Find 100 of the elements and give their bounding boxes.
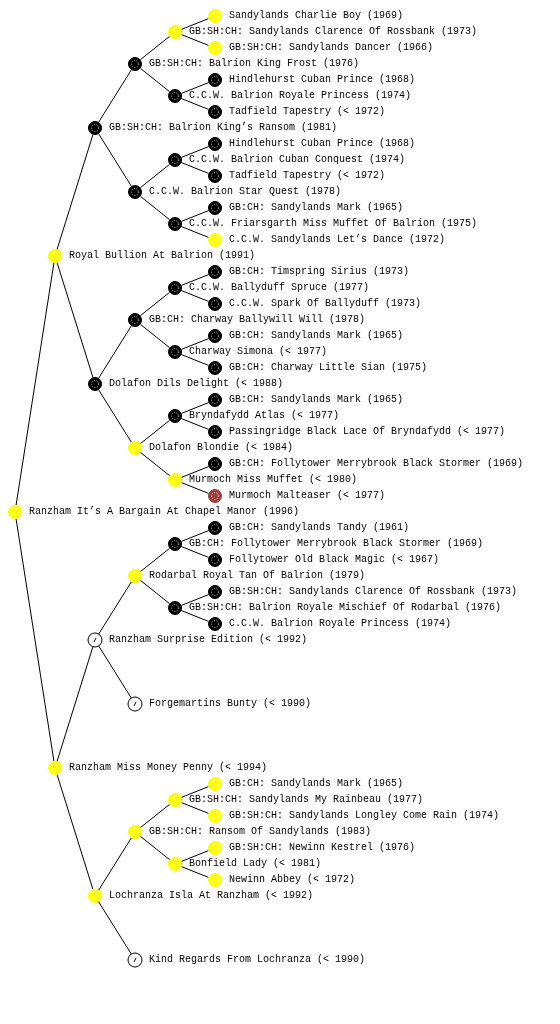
- connector-line: [56, 262, 94, 378]
- dog-name: Tadfield Tapestry (< 1972): [229, 170, 386, 182]
- connector-line: [181, 402, 209, 414]
- dog-name: Tadfield Tapestry (< 1972): [229, 106, 386, 118]
- connector-line: [181, 146, 209, 158]
- dog-name: Sandylands Charlie Boy (1969): [229, 10, 404, 22]
- connector-line: [181, 34, 209, 46]
- dog-name: C.C.W. Spark Of Ballyduff (1973): [229, 298, 422, 310]
- connector-line: [139, 291, 171, 317]
- dog-name: GB:CH: Follytower Merrybrook Black Stormer (1969): [229, 458, 524, 470]
- connector-line: [181, 98, 209, 110]
- connector-line: [139, 323, 171, 349]
- dog-name: GB:SH:CH: Newinn Kestrel (1976): [229, 842, 416, 854]
- connector-line: [56, 646, 94, 762]
- connector-line: [181, 546, 209, 558]
- dog-name: GB:SH:CH: Sandylands Clarence Of Rossbank (1973): [189, 26, 478, 38]
- dog-name: Charway Simona (< 1977): [189, 346, 328, 358]
- dog-name: Forgemartins Bunty (< 1990): [149, 698, 312, 710]
- dog-name: Dolafon Dils Delight (< 1988): [109, 378, 284, 390]
- connector-line: [181, 338, 209, 350]
- connector-line: [98, 581, 132, 635]
- connector-line: [139, 163, 171, 189]
- connector-line: [181, 354, 209, 366]
- dog-name: Bonfield Lady (< 1981): [189, 858, 322, 870]
- connector-line: [98, 133, 132, 187]
- dog-name: GB:CH: Sandylands Mark (1965): [229, 202, 404, 214]
- dog-name: Follytower Old Black Magic (< 1967): [229, 554, 440, 566]
- connector-line: [181, 226, 209, 238]
- dog-name: C.C.W. Friarsgarth Miss Muffet Of Balrion (1975): [189, 218, 478, 230]
- connector-line: [181, 274, 209, 286]
- dog-name: GB:SH:CH: Sandylands Dancer (1966): [229, 42, 434, 54]
- dog-name: Kind Regards From Lochranza (< 1990): [149, 954, 366, 966]
- connector-line: [139, 451, 171, 477]
- connector-line: [98, 837, 132, 891]
- dog-name: Ranzham Miss Money Penny (< 1994): [69, 762, 268, 774]
- connector-line: [181, 162, 209, 174]
- dog-name: Bryndafydd Atlas (< 1977): [189, 410, 340, 422]
- dog-name: Lochranza Isla At Ranzham (< 1992): [109, 890, 314, 902]
- connector-line: [98, 901, 132, 955]
- dog-name: Royal Bullion At Balrion (1991): [69, 250, 256, 262]
- connector-line: [139, 835, 171, 861]
- dog-name: GB:CH: Sandylands Mark (1965): [229, 330, 404, 342]
- dog-name: GB:CH: Sandylands Mark (1965): [229, 394, 404, 406]
- connector-line: [15, 518, 55, 762]
- dog-name: Murmoch Malteaser (< 1977): [229, 490, 386, 502]
- dog-name: C.C.W. Ballyduff Spruce (1977): [189, 282, 370, 294]
- connector-line: [139, 803, 171, 829]
- connector-line: [181, 786, 209, 798]
- connector-line: [98, 325, 132, 379]
- connector-line: [98, 645, 132, 699]
- dog-name: GB:SH:CH: Sandylands Clarence Of Rossbank (1973): [229, 586, 518, 598]
- dog-name: Passingridge Black Lace Of Bryndafydd (< 1977): [229, 426, 506, 438]
- dog-name: GB:SH:CH: Sandylands Longley Come Rain (1974): [229, 810, 500, 822]
- connector-line: [139, 35, 171, 61]
- dog-name: GB:CH: Timspring Sirius (1973): [229, 266, 410, 278]
- connector-line: [139, 195, 171, 221]
- connector-line: [181, 610, 209, 622]
- dog-name: C.C.W. Balrion Royale Princess (1974): [189, 90, 412, 102]
- connector-line: [181, 210, 209, 222]
- dog-name: Hindlehurst Cuban Prince (1968): [229, 74, 416, 86]
- dog-name: C.C.W. Balrion Royale Princess (1974): [229, 618, 452, 630]
- dog-name: GB:SH:CH: Balrion King’s Ransom (1981): [109, 122, 338, 134]
- connector-line: [181, 866, 209, 878]
- dog-name: Rodarbal Royal Tan Of Balrion (1979): [149, 570, 366, 582]
- connector-line: [139, 547, 171, 573]
- connector-line: [181, 802, 209, 814]
- dog-name: GB:CH: Charway Little Sian (1975): [229, 362, 428, 374]
- connector-line: [181, 82, 209, 94]
- connector-line: [181, 850, 209, 862]
- dog-name: GB:CH: Sandylands Tandy (1961): [229, 522, 410, 534]
- dog-name: GB:SH:CH: Balrion Royale Mischief Of Rodarbal (1976): [189, 602, 502, 614]
- connector-line: [181, 482, 209, 494]
- dog-name: Ranzham Surprise Edition (< 1992): [109, 634, 308, 646]
- dog-name: Dolafon Blondie (< 1984): [149, 442, 294, 454]
- connector-line: [56, 774, 94, 890]
- dog-name: C.C.W. Balrion Cuban Conquest (1974): [189, 154, 406, 166]
- dog-name: C.C.W. Sandylands Let’s Dance (1972): [229, 234, 446, 246]
- dog-name: GB:SH:CH: Ransom Of Sandylands (1983): [149, 826, 372, 838]
- connector-line: [98, 69, 132, 123]
- dog-name: Ranzham It’s A Bargain At Chapel Manor (1996): [29, 506, 300, 518]
- connector-line: [56, 134, 94, 250]
- dog-name: GB:SH:CH: Sandylands My Rainbeau (1977): [189, 794, 424, 806]
- dog-name: GB:CH: Follytower Merrybrook Black Stormer (1969): [189, 538, 484, 550]
- connector-line: [181, 418, 209, 430]
- connector-line: [139, 579, 171, 605]
- dog-name: GB:SH:CH: Balrion King Frost (1976): [149, 58, 360, 70]
- connector-line: [139, 419, 171, 445]
- dog-name: Murmoch Miss Muffet (< 1980): [189, 474, 358, 486]
- connector-line: [181, 594, 209, 606]
- dog-name: C.C.W. Balrion Star Quest (1978): [149, 186, 342, 198]
- connector-line: [98, 389, 132, 443]
- connector-line: [181, 18, 209, 30]
- connector-line: [139, 67, 171, 93]
- connector-line: [181, 530, 209, 542]
- dog-name: GB:CH: Sandylands Mark (1965): [229, 778, 404, 790]
- connector-line: [181, 290, 209, 302]
- connector-line: [15, 262, 55, 506]
- dog-name: Newinn Abbey (< 1972): [229, 874, 356, 886]
- dog-name: Hindlehurst Cuban Prince (1968): [229, 138, 416, 150]
- dog-name: GB:CH: Charway Ballywill Will (1978): [149, 314, 366, 326]
